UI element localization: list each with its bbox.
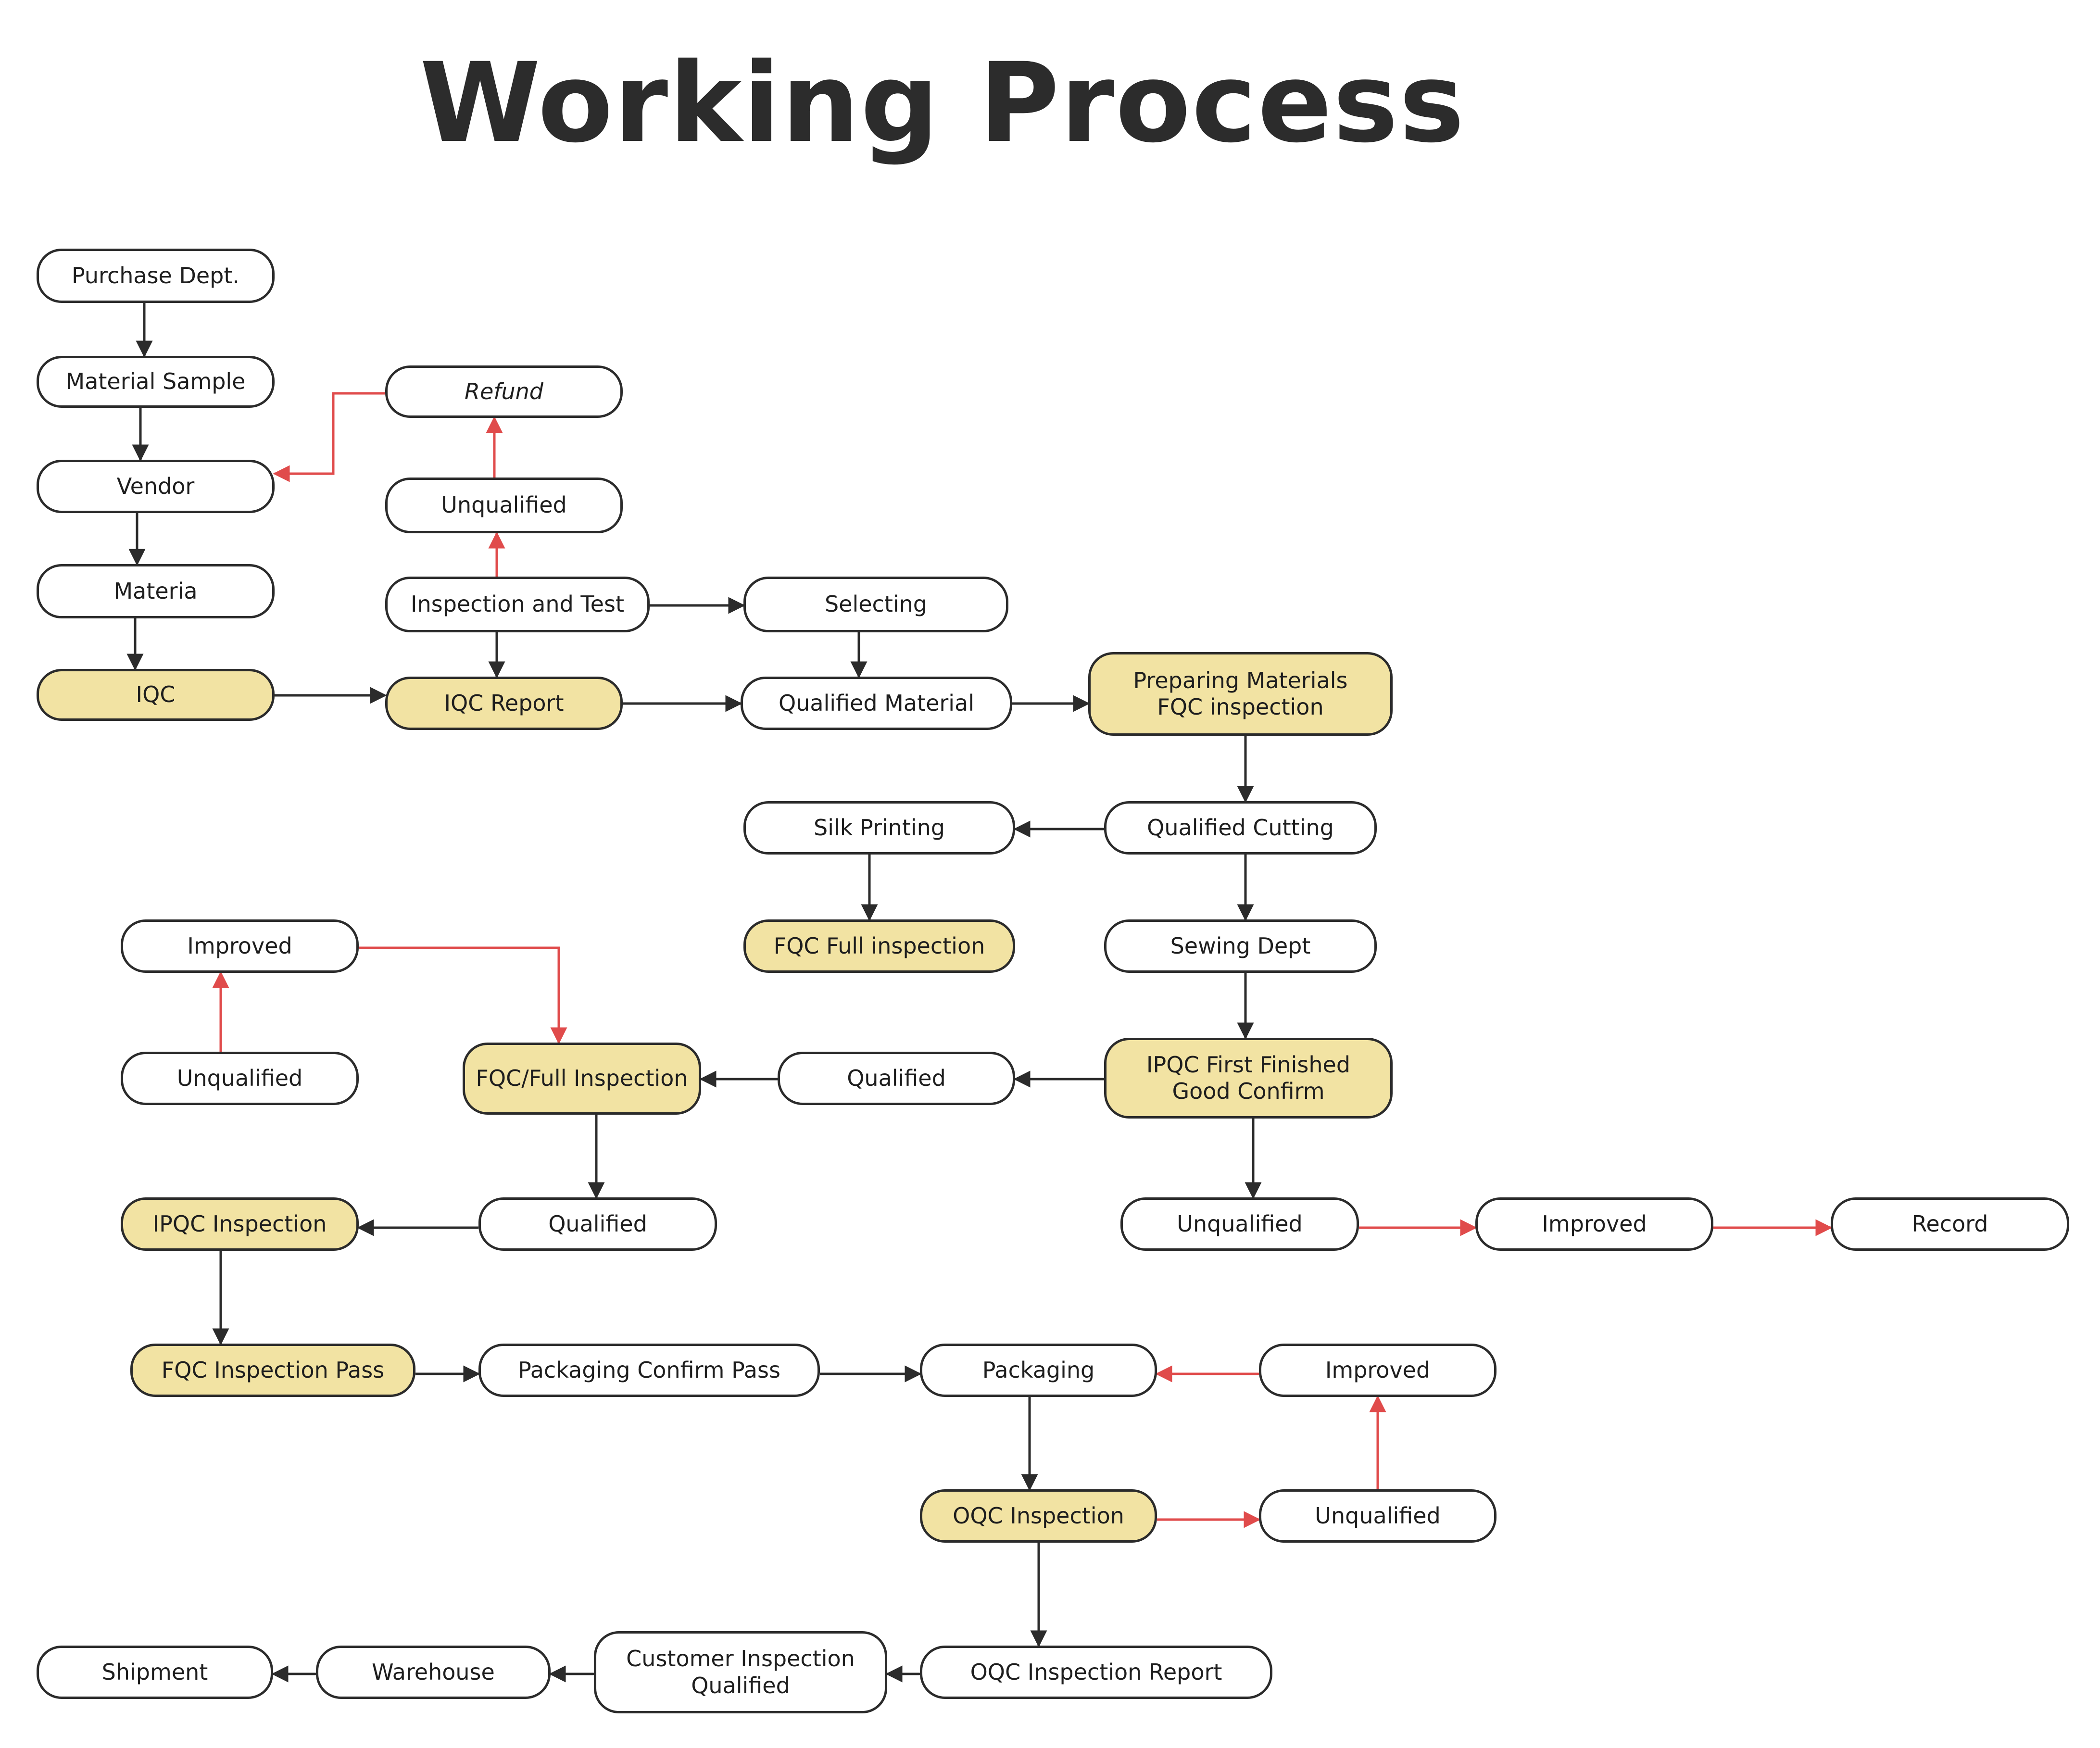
node-sewing-dept[interactable]: Sewing Dept bbox=[1104, 919, 1377, 973]
page-title: Working Process bbox=[419, 39, 1466, 167]
node-unqualified-oqc[interactable]: Unqualified bbox=[1259, 1489, 1496, 1543]
edge-improved-fqcfull bbox=[359, 946, 567, 1044]
node-selecting[interactable]: Selecting bbox=[743, 577, 1008, 632]
node-qualified-cutting[interactable]: Qualified Cutting bbox=[1104, 801, 1377, 855]
node-refund[interactable]: Refund bbox=[385, 365, 623, 418]
node-record[interactable]: Record bbox=[1831, 1197, 2069, 1251]
node-customer-inspection[interactable]: Customer Inspection Qualified bbox=[594, 1631, 887, 1713]
node-silk-printing[interactable]: Silk Printing bbox=[743, 801, 1015, 855]
node-improved-oqc[interactable]: Improved bbox=[1259, 1344, 1496, 1397]
node-material-sample[interactable]: Material Sample bbox=[37, 356, 275, 408]
node-unqualified-iqc[interactable]: Unqualified bbox=[385, 478, 623, 533]
node-preparing-materials[interactable]: Preparing Materials FQC inspection bbox=[1088, 652, 1393, 736]
node-shipment[interactable]: Shipment bbox=[37, 1646, 273, 1699]
node-qualified-material[interactable]: Qualified Material bbox=[741, 677, 1012, 730]
node-fqc-full-inspection-2[interactable]: FQC/Full Inspection bbox=[463, 1043, 701, 1115]
node-materia[interactable]: Materia bbox=[37, 564, 275, 618]
node-packaging-confirm-pass[interactable]: Packaging Confirm Pass bbox=[478, 1344, 820, 1397]
node-improved-ipqc[interactable]: Improved bbox=[1475, 1197, 1713, 1251]
node-inspection-and-test[interactable]: Inspection and Test bbox=[385, 577, 650, 632]
node-packaging[interactable]: Packaging bbox=[920, 1344, 1157, 1397]
node-improved-fqc[interactable]: Improved bbox=[121, 919, 359, 973]
node-unqualified-ipqc[interactable]: Unqualified bbox=[1120, 1197, 1359, 1251]
node-qualified-ipqc[interactable]: Qualified bbox=[778, 1052, 1015, 1105]
node-vendor[interactable]: Vendor bbox=[37, 460, 275, 513]
node-unqualified-fqc[interactable]: Unqualified bbox=[121, 1052, 359, 1105]
node-fqc-full-inspection[interactable]: FQC Full inspection bbox=[743, 919, 1015, 973]
edge-refund-vendor bbox=[273, 392, 385, 482]
node-fqc-inspection-pass[interactable]: FQC Inspection Pass bbox=[130, 1344, 415, 1397]
node-warehouse[interactable]: Warehouse bbox=[316, 1646, 551, 1699]
node-iqc[interactable]: IQC bbox=[37, 669, 275, 721]
node-oqc-inspection[interactable]: OQC Inspection bbox=[920, 1489, 1157, 1543]
node-purchase-dept[interactable]: Purchase Dept. bbox=[37, 249, 275, 303]
node-qualified-fqc[interactable]: Qualified bbox=[478, 1197, 717, 1251]
node-ipqc-inspection[interactable]: IPQC Inspection bbox=[121, 1197, 359, 1251]
node-oqc-inspection-report[interactable]: OQC Inspection Report bbox=[920, 1646, 1272, 1699]
node-iqc-report[interactable]: IQC Report bbox=[385, 677, 623, 730]
node-ipqc-first-finished[interactable]: IPQC First Finished Good Confirm bbox=[1104, 1038, 1393, 1119]
